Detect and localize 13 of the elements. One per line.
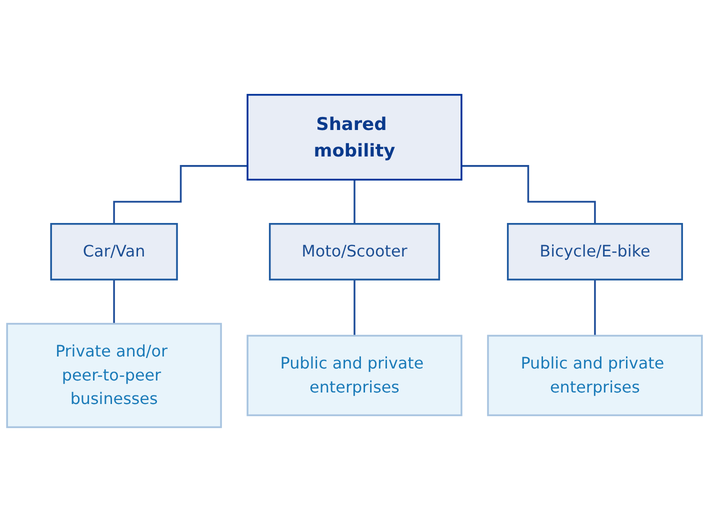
node-box: Public and private enterprises: [487, 334, 703, 416]
node-box: Moto/Scooter: [268, 222, 440, 280]
node-box: Car/Van: [50, 222, 178, 280]
connector: [354, 178, 356, 225]
node-box: Shared mobility: [246, 94, 462, 181]
connector: [461, 165, 596, 225]
node-box: Public and private enterprises: [246, 334, 462, 416]
connector: [594, 278, 596, 337]
connector: [113, 278, 115, 325]
connector: [354, 278, 356, 337]
node-box: Bicycle/E-bike: [506, 222, 683, 280]
node-box: Private and/or peer-to-peer businesses: [6, 322, 222, 428]
connector: [113, 165, 248, 225]
